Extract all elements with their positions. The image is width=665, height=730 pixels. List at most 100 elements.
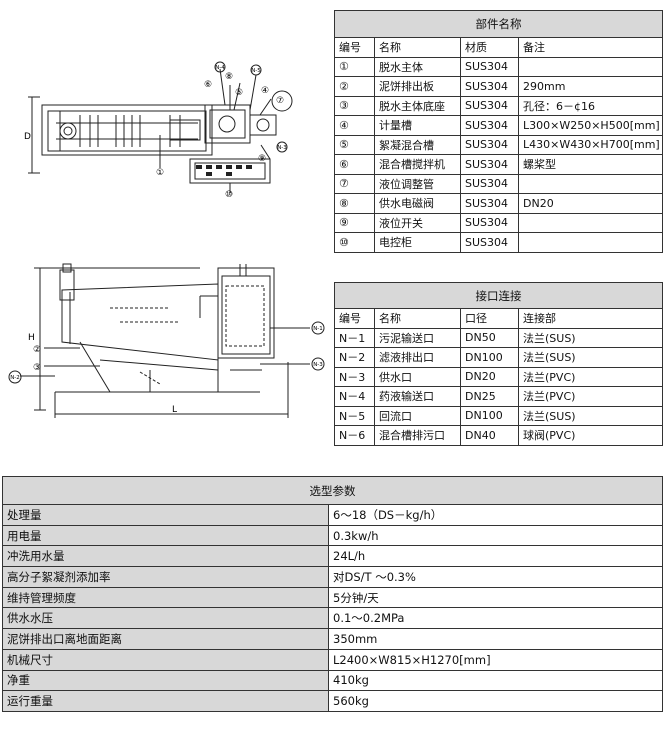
parts-cell	[518, 232, 663, 253]
parts-col-number: 编号	[334, 37, 375, 58]
side-nozzle-n1: N-1	[313, 326, 323, 332]
conn-cell: N－5	[334, 405, 375, 426]
spec-cell: 泥饼排出口离地面距离	[2, 628, 329, 650]
parts-cell: SUS304	[460, 76, 519, 97]
side-dim-h: H	[28, 333, 35, 343]
spec-cell: 0.1～0.2MPa	[328, 607, 663, 630]
spec-row: 高分子絮凝剂添加率对DS/T ～0.3%	[2, 566, 663, 588]
parts-cell: 电控柜	[374, 232, 461, 253]
parts-cell: ①	[334, 56, 375, 77]
connections-title: 接口连接	[334, 282, 663, 309]
spec-cell: 处理量	[2, 504, 329, 526]
parts-cell: ⑥	[334, 154, 375, 175]
parts-cell: 供水电磁阀	[374, 193, 461, 214]
parts-col-name: 名称	[374, 37, 461, 58]
spec-cell: 0.3kw/h	[328, 524, 663, 547]
side-dim-l: L	[172, 405, 177, 415]
top-callout-6: ⑥	[204, 80, 212, 90]
top-nozzle-n4: N-4	[215, 65, 225, 71]
parts-cell: L300×W250×H500[mm]	[518, 115, 663, 136]
conn-cell: DN100	[460, 347, 519, 368]
top-callout-8: ⑧	[225, 72, 233, 82]
spec-cell: 350mm	[328, 628, 663, 650]
spec-cell: 5分钟/天	[328, 586, 663, 609]
top-nozzle-n5: N-5	[251, 68, 261, 74]
parts-cell: ⑤	[334, 134, 375, 155]
parts-cell: 液位调整管	[374, 173, 461, 194]
side-callout-2: ②	[33, 345, 41, 355]
parts-cell: 液位开关	[374, 212, 461, 233]
parts-cell	[518, 56, 663, 77]
top-callout-7: ⑦	[276, 96, 284, 106]
parts-cell: ②	[334, 76, 375, 97]
spec-cell: 冲洗用水量	[2, 545, 329, 568]
parts-cell: SUS304	[460, 134, 519, 155]
conn-cell: N－2	[334, 347, 375, 368]
parts-cell: SUS304	[460, 56, 519, 77]
top-dim-d: D	[24, 132, 31, 142]
parts-cell: SUS304	[460, 95, 519, 116]
parts-cell: SUS304	[460, 232, 519, 253]
conn-cell: 法兰(SUS)	[518, 327, 663, 348]
parts-cell: SUS304	[460, 173, 519, 194]
parts-cell: 泥饼排出板	[374, 76, 461, 97]
top-callout-4: ④	[261, 86, 269, 96]
parts-cell: SUS304	[460, 212, 519, 233]
conn-cell: DN50	[460, 327, 519, 348]
parts-cell: ④	[334, 115, 375, 136]
parts-cell: L430×W430×H700[mm]	[518, 134, 663, 155]
side-callout-3: ③	[33, 363, 41, 373]
conn-cell: 法兰(PVC)	[518, 386, 663, 407]
parts-cell: SUS304	[460, 115, 519, 136]
spec-cell: L2400×W815×H1270[mm]	[328, 648, 663, 671]
parts-cell: SUS304	[460, 193, 519, 214]
parts-cell	[518, 212, 663, 233]
side-nozzle-n2: N-2	[10, 375, 20, 381]
spec-cell: 维持管理频度	[2, 586, 329, 609]
spec-cell: 对DS/T ～0.3%	[328, 566, 663, 588]
conn-col-name: 名称	[374, 308, 461, 329]
parts-title: 部件名称	[334, 10, 663, 38]
spec-cell: 供水水压	[2, 607, 329, 630]
parts-cell: 脱水主体	[374, 56, 461, 77]
top-callout-9: ⑨	[258, 154, 266, 164]
top-callout-5: ⑤	[235, 88, 243, 98]
parts-cell: SUS304	[460, 154, 519, 175]
side-view-drawing: H L ② ③ N-2 N-1 N-3	[8, 263, 325, 418]
conn-cell: DN20	[460, 366, 519, 387]
spec-cell: 运行重量	[2, 690, 329, 712]
spec-cell: 高分子絮凝剂添加率	[2, 566, 329, 588]
conn-cell: N－6	[334, 425, 375, 446]
top-callout-10: ⑩	[225, 190, 233, 200]
spec-cell: 用电量	[2, 524, 329, 547]
spec-cell: 机械尺寸	[2, 648, 329, 671]
parts-cell: 290mm	[518, 76, 663, 97]
side-nozzle-n3: N-3	[313, 362, 323, 368]
parts-cell: 孔径：6－¢16	[518, 95, 663, 116]
parts-cell: ⑧	[334, 193, 375, 214]
top-nozzle-n3: N-3	[277, 145, 287, 151]
top-callout-1: ①	[156, 168, 164, 178]
spec-cell: 净重	[2, 669, 329, 692]
